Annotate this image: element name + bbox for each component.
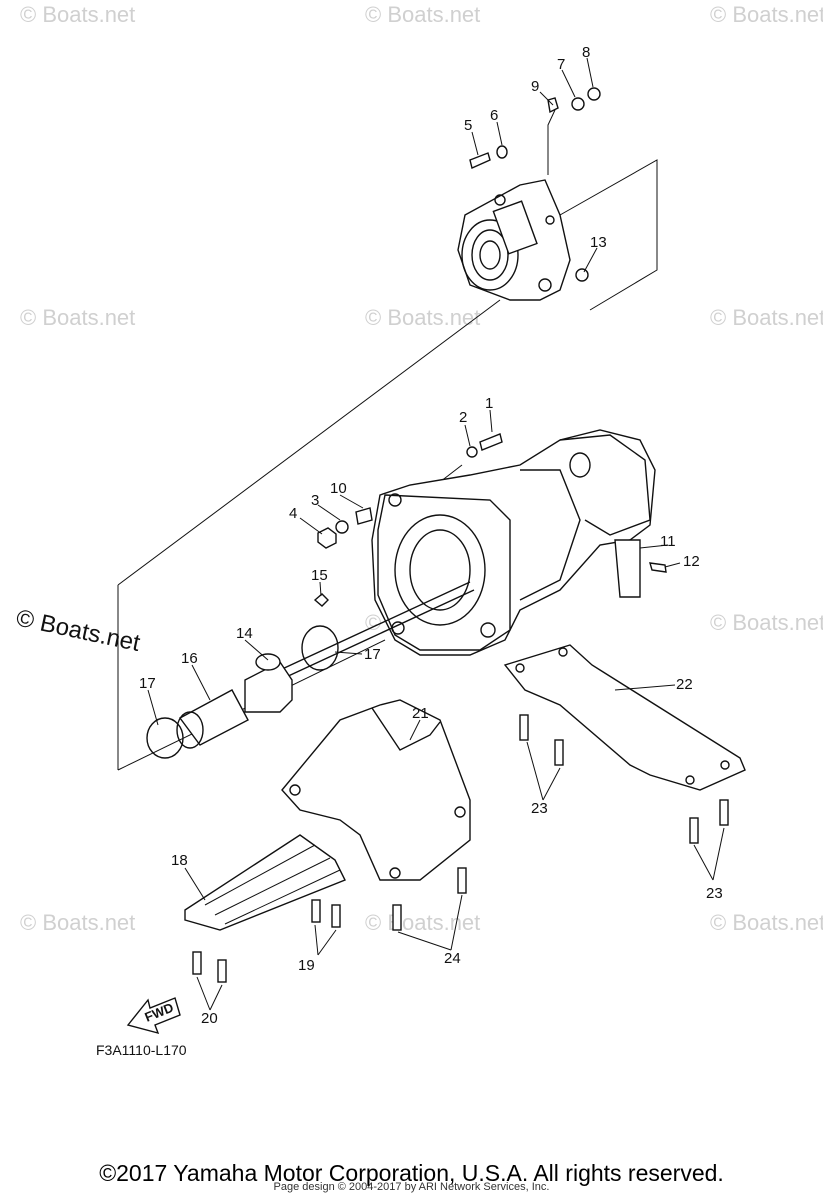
callout-2: 2 <box>459 409 467 426</box>
design-credit: Page design © 2004-2017 by ARI Network S… <box>273 1181 550 1193</box>
fwd-arrow-icon: FWD <box>126 997 181 1035</box>
jet-pump-housing <box>371 429 656 656</box>
watermark: © Boats.net <box>20 910 135 935</box>
grate-18 <box>184 834 346 931</box>
callout-21: 21 <box>412 705 429 722</box>
callout-17: 17 <box>139 675 156 692</box>
bearing-housing <box>457 179 571 301</box>
callout-10: 10 <box>330 480 347 497</box>
hose-assembly <box>146 593 339 759</box>
callout-3: 3 <box>311 492 319 509</box>
callouts: 1 2 3 4 5 6 7 8 9 10 11 12 13 14 15 16 1… <box>139 44 723 1027</box>
callout-5: 5 <box>464 117 472 134</box>
callout-18: 18 <box>171 852 188 869</box>
watermark: © Boats.net <box>365 2 480 27</box>
diagram-code: F3A1110-L170 <box>96 1042 187 1058</box>
callout-23: 23 <box>531 800 548 817</box>
watermark: © Boats.net <box>14 604 143 657</box>
callout-14: 14 <box>236 625 253 642</box>
watermarks: © Boats.net © Boats.net © Boats.net © Bo… <box>14 2 823 935</box>
callout-9: 9 <box>531 78 539 95</box>
callout-15: 15 <box>311 567 328 584</box>
watermark: © Boats.net <box>365 910 480 935</box>
callout-7: 7 <box>557 56 565 73</box>
callout-22: 22 <box>676 676 693 693</box>
hardware-top <box>469 87 601 282</box>
bolts <box>192 714 729 983</box>
callout-1: 1 <box>485 395 493 412</box>
watermark: © Boats.net <box>20 305 135 330</box>
drive-shaft <box>279 581 475 679</box>
callout-11: 11 <box>660 533 676 550</box>
watermark: © Boats.net <box>710 610 823 635</box>
watermark: © Boats.net <box>365 305 480 330</box>
hardware-mid <box>317 433 503 549</box>
callout-20: 20 <box>201 1010 218 1027</box>
watermark: © Boats.net <box>710 910 823 935</box>
callout-23: 23 <box>706 885 723 902</box>
leader-lines <box>147 57 725 1011</box>
bracket-11 <box>614 539 667 598</box>
copyright-notice: ©2017 Yamaha Motor Corporation, U.S.A. A… <box>99 1160 724 1186</box>
watermark: © Boats.net <box>710 305 823 330</box>
plate-21 <box>281 699 471 881</box>
watermark: © Boats.net <box>710 2 823 27</box>
callout-6: 6 <box>490 107 498 124</box>
plate-22 <box>503 644 746 791</box>
callout-12: 12 <box>683 553 700 570</box>
callout-13: 13 <box>590 234 607 251</box>
watermark: © Boats.net <box>20 2 135 27</box>
callout-19: 19 <box>298 957 315 974</box>
callout-24: 24 <box>444 950 461 967</box>
callout-17: 17 <box>364 646 381 663</box>
callout-16: 16 <box>181 650 198 667</box>
callout-4: 4 <box>289 505 297 522</box>
callout-8: 8 <box>582 44 590 61</box>
